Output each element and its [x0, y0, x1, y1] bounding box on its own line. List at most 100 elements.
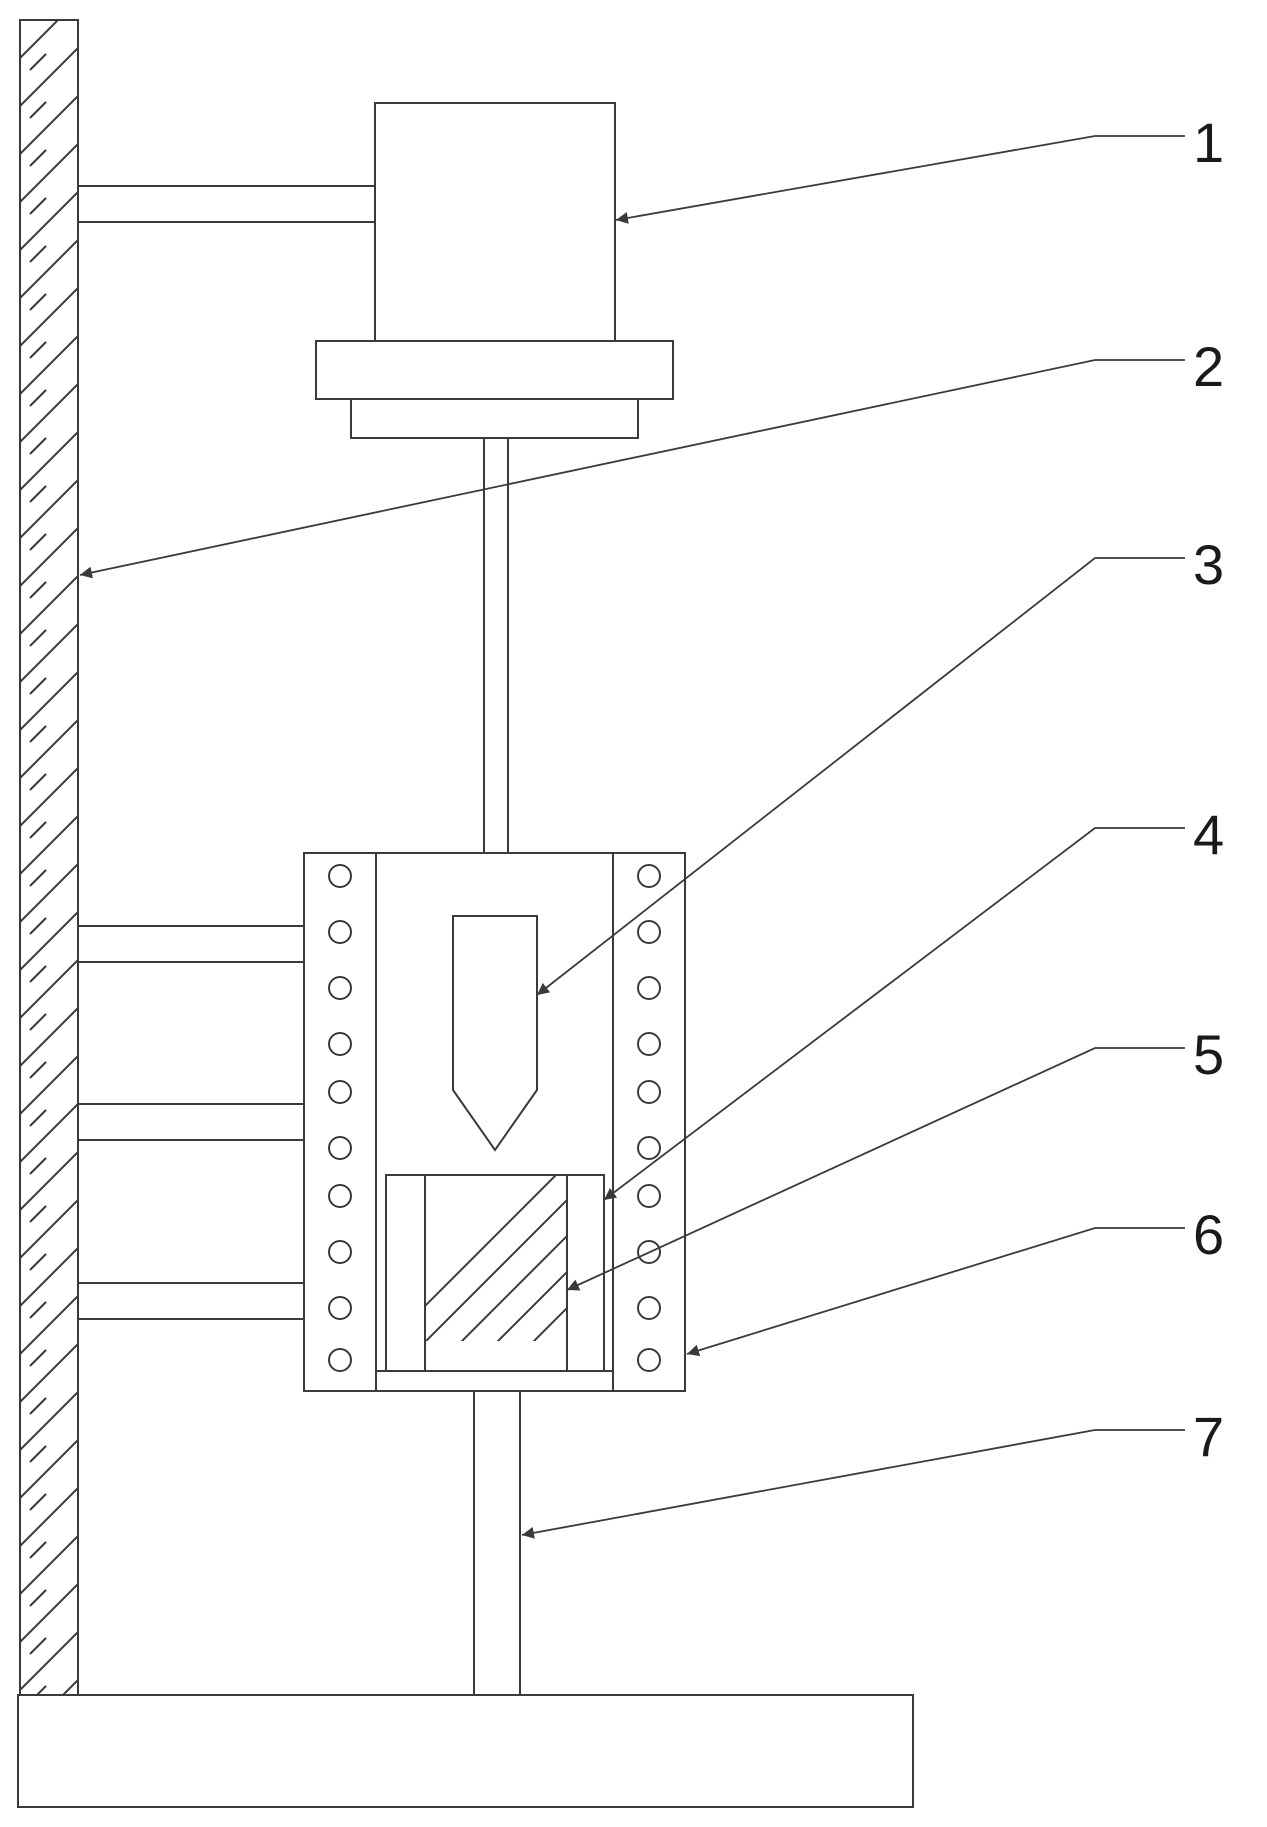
column-hatch-line [20, 47, 78, 107]
column-hatch-line [20, 1631, 78, 1691]
column-hatch-line [20, 575, 78, 635]
column-hatch-dash [29, 53, 47, 71]
column-hatch-dash [29, 485, 47, 503]
label-1: 1 [1193, 111, 1224, 174]
indenter [452, 915, 538, 1152]
coil-circle [328, 920, 352, 944]
column-hatch-dash [29, 1061, 47, 1079]
column-hatch-dash [29, 1301, 47, 1319]
column-hatch-line [20, 287, 78, 347]
column-hatch-line [20, 479, 78, 539]
base-plate [17, 1694, 914, 1808]
coil-circle [328, 1136, 352, 1160]
coil-circle [328, 1184, 352, 1208]
column-hatch-dash [29, 149, 47, 167]
upper-arm [77, 185, 376, 223]
coil-circle [328, 1032, 352, 1056]
coil-circle [637, 1080, 661, 1104]
column-hatch-dash [29, 1397, 47, 1415]
leader-1 [615, 135, 1185, 224]
column-hatch-line [20, 1343, 78, 1403]
sample-hatch-line [756, 1171, 956, 1371]
coil-circle [328, 1080, 352, 1104]
furnace-arms [77, 925, 305, 1320]
support-column [19, 19, 79, 1696]
crucible [375, 1174, 614, 1392]
column-hatch-line [20, 1583, 78, 1643]
column-hatch-line [20, 143, 78, 203]
label-3: 3 [1193, 533, 1224, 596]
column-hatch-line [20, 1391, 78, 1451]
column-hatch-dash [29, 245, 47, 263]
column-hatch-dash [29, 725, 47, 743]
leader-lines [79, 135, 1185, 1539]
column-hatch-dash [29, 1493, 47, 1511]
column-hatch-dash [29, 1205, 47, 1223]
column-hatch-dash [29, 101, 47, 119]
coil-circle [637, 864, 661, 888]
support-rod [473, 1390, 521, 1696]
shaft [483, 437, 509, 917]
column-hatch-dash [29, 389, 47, 407]
coil-circle [637, 920, 661, 944]
coil-circle [328, 1296, 352, 1320]
coil-circle [637, 1136, 661, 1160]
heating-coils-right [637, 864, 661, 1372]
column-hatch-dash [29, 1157, 47, 1175]
column-hatch-line [20, 671, 78, 731]
sample-hatch-line [496, 1270, 567, 1341]
column-hatch-dash [29, 533, 47, 551]
column-hatch-dash [29, 917, 47, 935]
leader-7 [521, 1429, 1185, 1539]
column-hatch-line [20, 239, 78, 299]
leader-3 [536, 557, 1185, 996]
coil-circle [328, 864, 352, 888]
column-hatch-line [20, 431, 78, 491]
column-hatch-line [61, 1679, 78, 1695]
coil-circle [637, 1348, 661, 1372]
coil-circle [637, 1184, 661, 1208]
label-7: 7 [1193, 1405, 1224, 1468]
label-2: 2 [1193, 335, 1224, 398]
column-hatch-dash [29, 1109, 47, 1127]
column-hatch-line [20, 1439, 78, 1499]
column-hatch-line [20, 815, 78, 875]
coil-circle [328, 1348, 352, 1372]
sample-hatch-line [460, 1234, 567, 1341]
column-hatch-line [20, 95, 78, 155]
column-hatch-line [20, 1199, 78, 1259]
column-hatch-dash [29, 869, 47, 887]
column-hatch-line [20, 191, 78, 251]
column-hatch-line [20, 20, 60, 59]
column-hatch-line [20, 1055, 78, 1115]
column-hatch-dash [29, 197, 47, 215]
column-hatch-dash [29, 965, 47, 983]
heating-coils-left [328, 864, 352, 1372]
column-hatch-line [20, 1007, 78, 1067]
column-hatch-dash [29, 1349, 47, 1367]
column-hatch-line [20, 863, 78, 923]
column-hatch-line [20, 1295, 78, 1355]
leader-5 [566, 1047, 1185, 1291]
column-hatch-line [20, 335, 78, 395]
label-4: 4 [1193, 803, 1224, 866]
column-hatch-dash [29, 821, 47, 839]
column-hatch-dash [29, 629, 47, 647]
column-hatch-dash [29, 437, 47, 455]
callout-labels: 1 2 3 4 5 6 7 [1193, 111, 1224, 1468]
label-5: 5 [1193, 1023, 1224, 1086]
coil-circle [637, 1296, 661, 1320]
column-hatch-dash [29, 1541, 47, 1559]
column-hatch-dash [29, 1637, 47, 1655]
sample-hatch-line [720, 1171, 920, 1371]
column-hatch-dash [29, 773, 47, 791]
coil-circle [637, 1032, 661, 1056]
leader-2 [79, 359, 1185, 579]
column-hatch-line [20, 767, 78, 827]
column-hatch-dash [29, 1445, 47, 1463]
sample-hatch-line [425, 1198, 567, 1341]
sample-hatch-line [828, 1171, 1028, 1371]
column-hatch-line [20, 1487, 78, 1547]
column-hatch-line [20, 1151, 78, 1211]
drive-unit [315, 102, 674, 439]
